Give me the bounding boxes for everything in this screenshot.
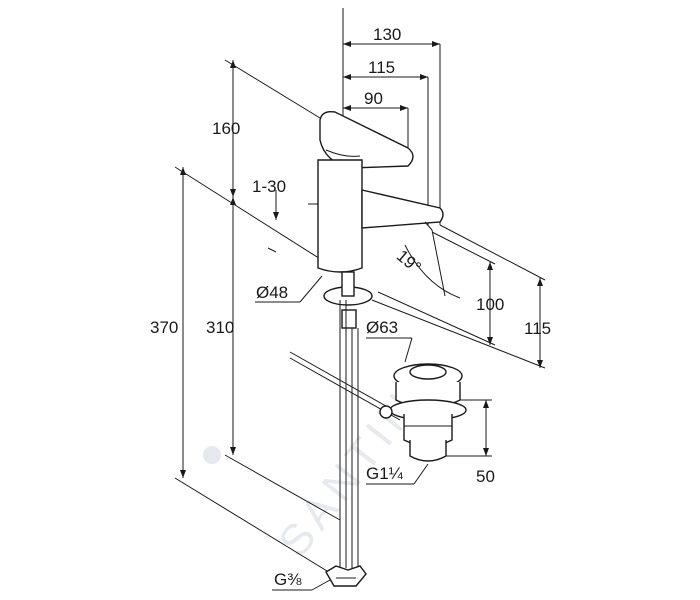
- g114-leader: [366, 463, 429, 485]
- dim-90-label: 90: [364, 89, 383, 108]
- dim-160-label: 160: [212, 119, 240, 138]
- dim-1-30-label: 1-30: [252, 177, 286, 196]
- diameter-63-leader: [366, 337, 413, 363]
- dim-370-label: 370: [150, 318, 178, 337]
- diameter-48-leader: [255, 275, 323, 303]
- watermark-drop-icon: [203, 446, 221, 464]
- left-dimension-lines: [224, 59, 321, 253]
- dim-50-label: 50: [476, 467, 495, 486]
- dim-115-top-label: 115: [368, 58, 395, 77]
- g114-thread-label: G1¼: [366, 464, 404, 483]
- drain-waste-fitting: [379, 363, 467, 462]
- dim-100-label: 100: [476, 295, 504, 314]
- right-dimension-lines: [371, 224, 546, 369]
- g38-leader: [272, 579, 331, 591]
- dim-63-diameter-label: Ø63: [366, 318, 398, 337]
- supply-hoses: [325, 300, 367, 587]
- g38-thread-label: G⅜: [274, 570, 302, 589]
- dim-130-label: 130: [373, 25, 401, 44]
- dim-310-label: 310: [206, 318, 234, 337]
- height-dimension-lines: [174, 166, 346, 583]
- spout-angle-marks: [404, 229, 461, 299]
- top-dimension-lines: [342, 8, 441, 225]
- dim-115-right-label: 115: [524, 319, 551, 338]
- dim-19-degree-label: 19°: [393, 246, 425, 277]
- faucet-body: [308, 110, 444, 329]
- dim-48-diameter-label: Ø48: [256, 283, 288, 302]
- drain-height-dimension: [446, 399, 492, 457]
